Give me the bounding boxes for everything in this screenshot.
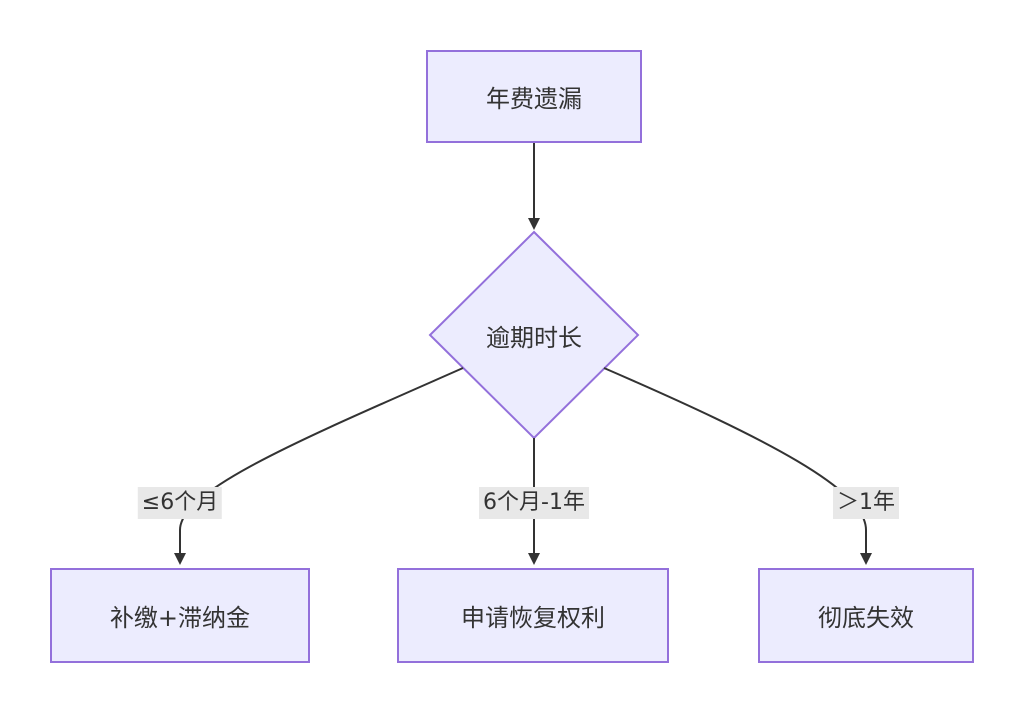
- edge-decision-to-right: [603, 367, 872, 565]
- start-node: 年费遗漏: [426, 50, 642, 143]
- result-node-middle: 申请恢复权利: [397, 568, 669, 663]
- edge-label-middle: 6个月-1年: [479, 487, 589, 519]
- result-node-left: 补缴+滞纳金: [50, 568, 310, 663]
- result-node-right-label: 彻底失效: [818, 604, 914, 632]
- edge-label-right: ＞1年: [833, 487, 899, 519]
- result-node-middle-label: 申请恢复权利: [461, 604, 605, 632]
- decision-node-label: 逾期时长: [486, 323, 582, 352]
- result-node-left-label: 补缴+滞纳金: [109, 604, 251, 632]
- result-node-right: 彻底失效: [758, 568, 974, 663]
- edge-decision-to-left: [174, 367, 464, 565]
- edge-label-left: ≤6个月: [137, 487, 223, 519]
- start-node-label: 年费遗漏: [486, 85, 582, 113]
